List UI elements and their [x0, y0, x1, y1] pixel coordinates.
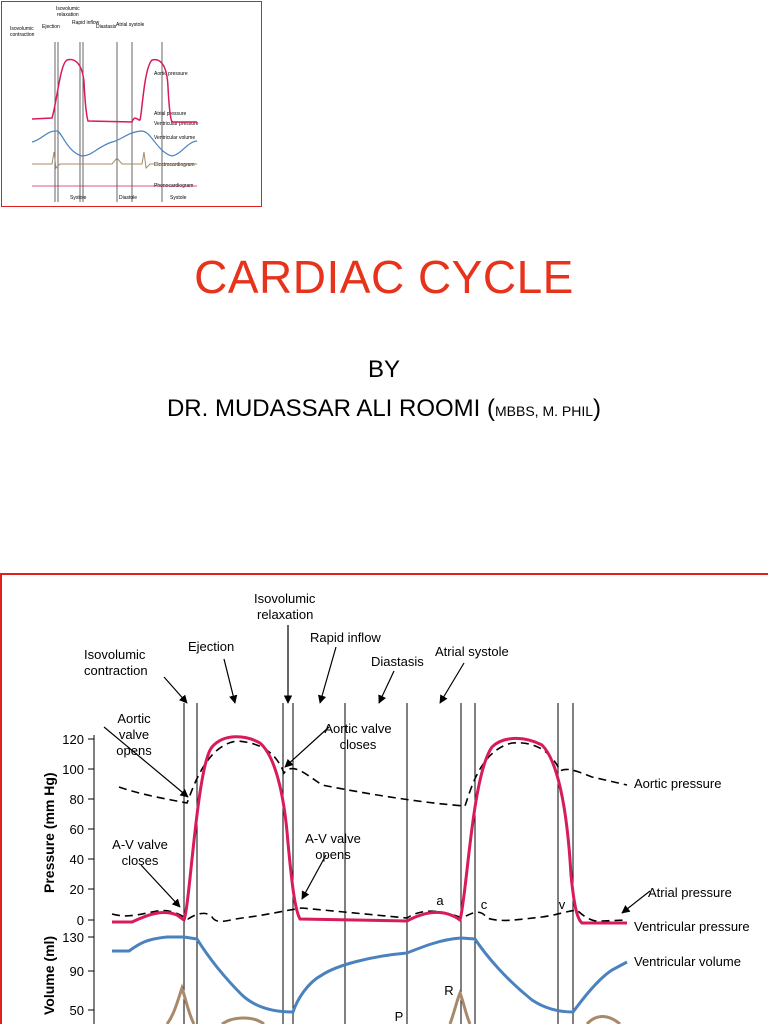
tick-130: 130 — [62, 930, 84, 945]
ann-av-valve-opens-1: A-V valve — [305, 831, 361, 846]
label-iso-relaxation-1: Isovolumic — [254, 591, 316, 606]
thumb-systole-1: Systole — [70, 195, 87, 201]
thumb-label-atrial-systole: Atrial systole — [116, 22, 145, 28]
ventricular-pressure-curve — [112, 735, 627, 925]
ann-av-valve-closes-1: A-V valve — [112, 837, 168, 852]
label-atrial-systole: Atrial systole — [435, 644, 509, 659]
thumb-label-iso-relax-1: Isovolumic — [56, 6, 80, 12]
curve-label-aortic-pressure: Aortic pressure — [634, 776, 721, 791]
label-iso-contraction-1: Isovolumic — [84, 647, 146, 662]
ann-av-valve-closes-2: closes — [122, 853, 159, 868]
author-name: DR. MUDASSAR ALI ROOMI ( — [166, 395, 495, 422]
volume-axis-label: Volume (ml) — [41, 936, 57, 1015]
ann-aortic-valve-opens-3: opens — [116, 743, 152, 758]
slide-title: CARDIAC CYCLE — [194, 251, 574, 303]
ann-aortic-valve-closes-1: Aortic valve — [324, 721, 391, 736]
ventricular-volume-curve — [112, 935, 628, 1014]
tick-60: 60 — [70, 822, 84, 837]
ann-ecg-r: R — [444, 983, 453, 998]
by-line: BY — [367, 356, 400, 383]
tick-90: 90 — [70, 964, 84, 979]
tick-20: 20 — [70, 882, 84, 897]
author-degrees: MBBS, M. PHIL — [495, 403, 594, 419]
curve-label-ventricular-volume: Ventricular volume — [634, 954, 741, 969]
atrial-pressure-curve — [111, 907, 628, 923]
ann-wave-v: v — [559, 897, 566, 912]
diagram-svg: Isovolumic relaxation Rapid inflow Eject… — [41, 591, 750, 1024]
thumb-label-iso-relax-2: relaxation — [57, 12, 79, 18]
ann-wave-c: c — [481, 897, 488, 912]
thumb-label-ejection: Ejection — [42, 24, 60, 30]
label-iso-relaxation-2: relaxation — [257, 607, 313, 622]
ann-aortic-valve-opens-2: valve — [119, 727, 149, 742]
thumbnail-diagram: Isovolumic relaxation Rapid inflow Eject… — [1, 1, 262, 207]
ann-aortic-valve-opens-1: Aortic — [117, 711, 151, 726]
author-line: DR. MUDASSAR ALI ROOMI (MBBS, M. PHIL) — [0, 395, 768, 423]
tick-0: 0 — [77, 913, 84, 928]
label-ejection: Ejection — [188, 639, 234, 654]
thumb-label-ecg: Electrocardiogram — [154, 162, 195, 168]
thumb-label-diastasis: Diastasis — [96, 24, 117, 30]
thumb-systole-2: Systole — [170, 195, 187, 201]
thumb-label-rapid-inflow: Rapid inflow — [72, 20, 100, 26]
thumb-label-ventricular-volume: Ventricular volume — [154, 135, 195, 141]
thumb-label-ventricular-pressure: Ventricular pressure — [154, 121, 199, 127]
ann-av-valve-opens-2: opens — [315, 847, 351, 862]
tick-80: 80 — [70, 792, 84, 807]
tick-40: 40 — [70, 852, 84, 867]
thumb-label-iso-contr-1: Isovolumic — [10, 26, 34, 32]
ann-ecg-p: P — [395, 1009, 404, 1024]
label-diastasis: Diastasis — [371, 654, 424, 669]
thumb-diastole: Diastole — [119, 195, 137, 201]
curve-label-atrial-pressure: Atrial pressure — [648, 885, 732, 900]
ann-aortic-valve-closes-2: closes — [340, 737, 377, 752]
label-iso-contraction-2: contraction — [84, 663, 148, 678]
tick-120: 120 — [62, 732, 84, 747]
tick-50: 50 — [70, 1003, 84, 1018]
cardiac-cycle-diagram: Isovolumic relaxation Rapid inflow Eject… — [0, 573, 768, 1024]
label-rapid-inflow: Rapid inflow — [310, 630, 381, 645]
tick-100: 100 — [62, 762, 84, 777]
thumb-label-iso-contr-2: contraction — [10, 32, 35, 38]
thumbnail-svg: Isovolumic relaxation Rapid inflow Eject… — [10, 6, 199, 202]
pressure-axis-label: Pressure (mm Hg) — [41, 772, 57, 893]
ecg-curve — [165, 983, 621, 1024]
curve-label-ventricular-pressure: Ventricular pressure — [634, 919, 750, 934]
thumb-label-aortic-pressure: Aortic pressure — [154, 71, 188, 77]
ann-wave-a: a — [436, 893, 444, 908]
author-close-paren: ) — [593, 395, 602, 422]
